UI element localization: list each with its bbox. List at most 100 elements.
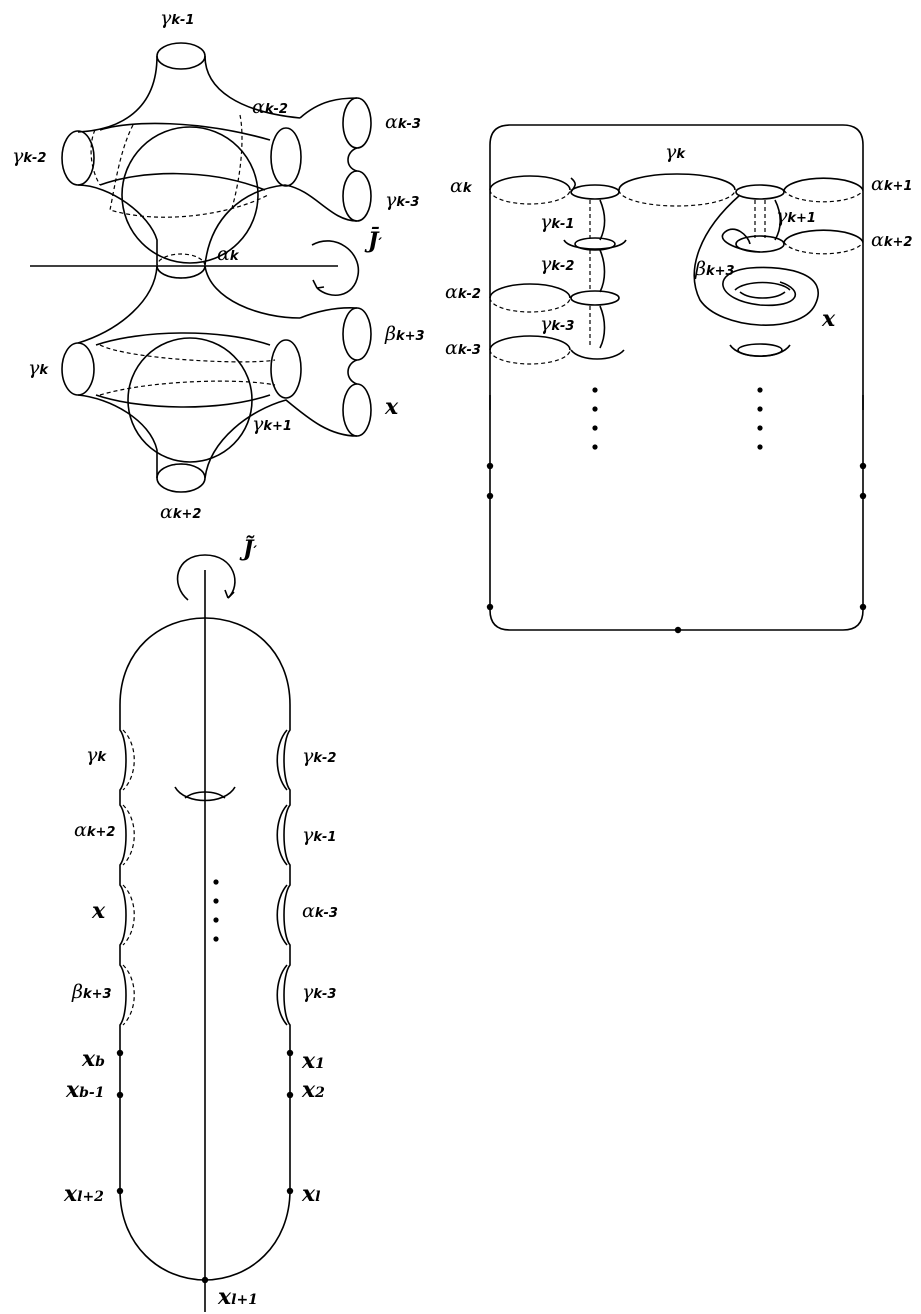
upper-dashed-2 xyxy=(231,114,243,209)
tr-x: x xyxy=(821,306,836,332)
left-bottom-arc xyxy=(77,394,158,478)
upper-curve xyxy=(99,122,271,141)
lower-circle xyxy=(127,337,253,463)
tr-col3-cap xyxy=(570,349,625,360)
b-marked-point xyxy=(201,1276,209,1284)
tr-alpha-k2r-front xyxy=(783,229,864,243)
b-x-l1: xl+1 xyxy=(217,1284,258,1310)
tube-alpha-k-3 xyxy=(342,97,372,149)
b-marked-point xyxy=(286,1091,294,1099)
bottom-rotation-arrow xyxy=(176,554,236,601)
tr-dot xyxy=(757,387,763,393)
br-arc-3 xyxy=(276,884,288,946)
upper-curve-2 xyxy=(99,172,266,191)
bottom-left-side xyxy=(119,705,127,1190)
bottom-inner-handle xyxy=(174,786,236,802)
b-gamma-k-3: γk-3 xyxy=(302,981,336,1003)
tr-alpha-k2: αk+2 xyxy=(871,229,912,251)
bottom-labels: J̃′ γk γk-2 αk+2 γk-1 x αk-3 βk+3 γk-3 x… xyxy=(63,536,338,1310)
b-alpha-k-3: αk-3 xyxy=(302,900,338,922)
lower-left-arc xyxy=(77,265,158,344)
tube-notch-2 xyxy=(347,359,358,385)
tr-gamma-k-front xyxy=(618,173,736,191)
tl-gamma-k: γk xyxy=(28,357,49,379)
b-marked-point xyxy=(116,1091,124,1099)
b-j-tilde: J̃′ xyxy=(239,536,257,562)
tr-alpha-k2r-back xyxy=(783,241,864,255)
b-marked-point xyxy=(286,1049,294,1057)
lower-curve-2 xyxy=(95,394,271,408)
b-x-2: x2 xyxy=(301,1077,325,1103)
tr-marked-point xyxy=(674,626,682,634)
tube-x xyxy=(342,383,372,437)
tr-dot xyxy=(592,425,598,431)
bottom-surface xyxy=(116,554,294,1312)
tr-marked-point xyxy=(486,603,494,611)
tr-gamma-k: γk xyxy=(665,141,686,163)
bottom-top-cap xyxy=(119,617,291,706)
tr-gamma-k-1: γk-1 xyxy=(540,211,574,233)
top-right-labels: γk αk αk+1 γk-1 γk+1 αk+2 γk-2 βk+3 αk-2… xyxy=(445,141,912,359)
right-lower-cuff xyxy=(270,339,302,399)
b-x: x xyxy=(91,898,106,924)
tr-beta-hook xyxy=(721,228,761,253)
tr-col1-front xyxy=(599,199,606,241)
tr-beta-curve xyxy=(693,194,819,326)
tr-neck-2 xyxy=(735,184,785,200)
rotation-arrowhead xyxy=(312,279,325,289)
tr-col1-neck xyxy=(574,237,616,251)
upper-dashed-3 xyxy=(90,129,101,186)
tr-gamma-k1: γk+1 xyxy=(776,205,816,227)
top-right-dots xyxy=(486,387,867,634)
tr-alpha-k2-back xyxy=(489,297,571,313)
b-x-l2: xl+2 xyxy=(63,1181,104,1207)
tl-gamma-k-1b: γk+1 xyxy=(252,413,292,435)
tube-notch xyxy=(347,147,358,172)
b-gamma-k-1: γk-1 xyxy=(302,824,336,846)
top-right-arc xyxy=(204,55,301,119)
rotation-arrow xyxy=(311,240,360,296)
tr-alpha-k3-back xyxy=(489,349,571,365)
lower-curve xyxy=(95,332,271,346)
tl-alpha-k-2b: αk+2 xyxy=(160,501,201,523)
tr-frame-top xyxy=(489,124,864,410)
b-gamma-k-2: γk-2 xyxy=(302,745,336,767)
tl-x: x xyxy=(384,394,399,420)
tl-alpha-k-2: αk-2 xyxy=(252,96,288,118)
bl-dash-2 xyxy=(122,804,135,866)
tr-inner-arc xyxy=(734,281,791,291)
b-alpha-k2: αk+2 xyxy=(74,819,115,841)
b-x-l: xl xyxy=(301,1181,320,1207)
tr-alpha-k1-front xyxy=(783,177,864,191)
tr-dot xyxy=(757,406,763,412)
tr-dot xyxy=(592,406,598,412)
tube-gamma-k-3 xyxy=(342,170,372,222)
lower-right-arc xyxy=(204,265,301,319)
bottom-cuff xyxy=(156,463,206,493)
b-marked-point xyxy=(286,1187,294,1195)
top-right-surface xyxy=(489,124,864,631)
tr-col1-cap xyxy=(563,239,627,250)
middle-neck-front xyxy=(156,265,206,279)
tr-marked-point xyxy=(859,492,867,500)
tl-gamma-k-3: γk-3 xyxy=(385,189,419,211)
bl-dash-4 xyxy=(122,964,135,1026)
tr-dot xyxy=(757,444,763,450)
bottom-inner-handle-2 xyxy=(184,791,226,799)
left-lower-cuff xyxy=(61,342,95,396)
tr-hook-1 xyxy=(570,177,576,193)
tl-gamma-k-1: γk-1 xyxy=(160,7,194,29)
tr-marked-point xyxy=(859,603,867,611)
tr-dot xyxy=(757,425,763,431)
right-tube-top xyxy=(299,97,358,119)
tube-beta xyxy=(342,307,372,361)
tr-gamma-k-back xyxy=(618,189,736,207)
tr-alpha-k-back xyxy=(489,189,571,205)
br-arc-4 xyxy=(276,964,288,1026)
lower-dashed xyxy=(99,344,276,363)
left-lower-arc xyxy=(77,184,158,265)
b-beta-k3: βk+3 xyxy=(71,981,112,1003)
top-left-labels: γk-1 γk-2 αk-2 αk-3 γk-3 αk J̄′ βk+3 x γ… xyxy=(12,7,425,523)
bl-dash-3 xyxy=(122,884,135,946)
